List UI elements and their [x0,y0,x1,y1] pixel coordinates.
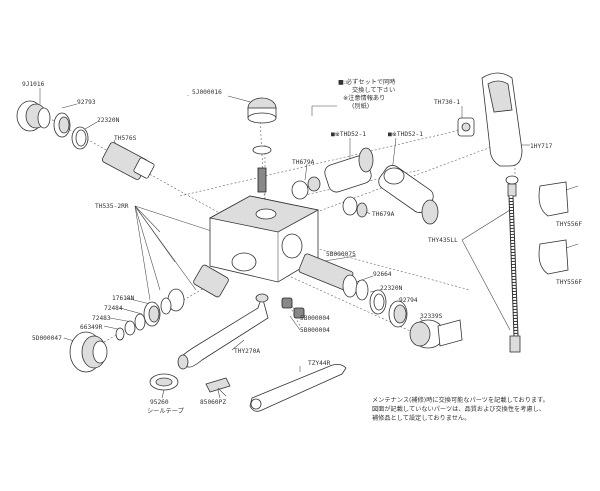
part-5b000004-nipple-b [293,307,305,319]
label-th535-2rr: TH535-2RR [95,203,129,210]
label-5b000004-b: 5B000004 [300,327,330,334]
label-thy556f-b: THY556F [556,279,582,286]
note-line-2: 交換して下さい [352,86,395,94]
part-32339s-handle [409,319,463,349]
part-thy556f-holder-a [538,181,579,217]
part-92794-ring [388,300,408,328]
note-line-4: (別紙) [352,102,369,110]
label-5b000004-a: 5B000004 [300,315,330,322]
label-thy270a: THY270A [234,348,260,355]
part-main-body [208,195,320,283]
label-22320n-a: 22320N [97,117,120,124]
set-replacement-note: ■:必ずセットで同時 交換して下さい ※注意情報あり (別紙) [338,78,395,110]
part-92793-ring [53,112,71,138]
part-72483-ring [124,320,136,336]
part-th730-1-bracket [457,117,475,137]
part-17618n-ring [143,301,161,327]
label-th576s: TH576S [114,135,137,142]
label-th679a-a: TH679A [292,159,315,166]
label-17618n: 17618N [112,295,135,302]
part-85060pz-key [205,377,231,397]
part-thd52-1-b [378,165,439,225]
label-92794: 92794 [399,297,418,304]
part-1hy717-shower-head [481,72,523,167]
part-thy556f-holder-b [538,239,579,275]
part-th535-2rr-valves [160,264,229,315]
part-72484-ring [134,313,146,331]
part-th679a-valve-a [291,176,321,200]
label-1hy717: 1HY717 [530,143,553,150]
label-thd52-1-b: ■※THD52-1 [388,131,423,138]
part-92664-ring [355,279,369,301]
note-line-1: ■:必ずセットで同時 [338,78,395,86]
label-th730-1: TH730-1 [434,99,460,106]
part-thy435ll-hose [505,175,521,353]
part-thd52-1-a [324,147,374,193]
label-tzy44r: TZY44R [308,360,331,367]
part-9j1016-handle [16,100,51,132]
label-22320n-b: 22320N [380,285,403,292]
label-72484: 72484 [104,305,123,312]
part-5b000075-cartridge [298,253,358,298]
maintenance-footer-note: メンテナンス(補修)時に交換可能なパーツを記載しております。 図面が記載していな… [372,396,549,422]
part-22320n-ring [71,126,89,150]
label-92793: 92793 [77,99,96,106]
footer-line-1: メンテナンス(補修)時に交換可能なパーツを記載しております。 [372,396,549,404]
label-85060pz: 85060PZ [200,399,226,406]
part-th679a-valve-b [342,196,368,218]
part-labels: 9J1016 92793 22320N TH576S TH535-2RR 5J0… [22,81,582,415]
part-22320n-ring-b [369,289,387,315]
label-thy556f-a: THY556F [556,221,582,228]
label-seal-tape: シールテープ [147,408,185,415]
label-9j1016: 9J1016 [22,81,45,88]
part-th576s-cartridge [101,142,155,180]
label-92664: 92664 [373,271,392,278]
label-72483: 72483 [92,315,111,322]
label-th679a-b: TH679A [372,211,395,218]
footer-line-2: 図面が記載していないパーツは、品質および交換性を考慮し、 [372,405,545,413]
part-5j000016-cap [247,97,277,193]
part-5b000004-nipple-a [281,297,293,309]
label-32339s: 32339S [420,313,443,320]
part-5d000047-knob [69,331,108,373]
part-66349r-ring [115,327,125,341]
label-thy435ll: THY435LL [428,237,458,244]
part-95260-seal-tape [149,373,179,391]
note-line-3: ※注意情報あり [343,94,385,102]
label-5d000047: 5D000047 [32,335,62,342]
label-5j000016: 5J000016 [192,89,222,96]
label-95260: 95260 [150,399,169,406]
label-5b000075: 5B000075 [326,251,356,258]
footer-line-3: 補修品として設定しておりません。 [372,414,470,422]
label-thd52-1-a: ■※THD52-1 [331,131,366,138]
label-66349r: 66349R [80,324,103,331]
part-tzy44r-wrench [249,364,347,412]
part-thy270a-spout [177,293,269,370]
